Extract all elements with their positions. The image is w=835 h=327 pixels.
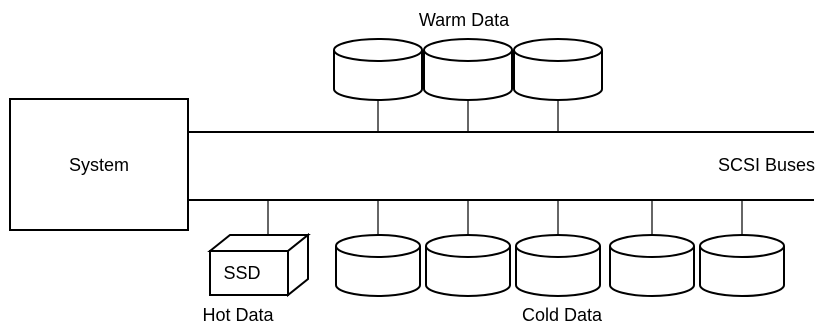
warm-disk-2: [423, 38, 513, 132]
system-box: [9, 98, 189, 231]
cold-disk-2: [425, 200, 511, 297]
cold-disk-5: [699, 200, 785, 297]
bus-label: SCSI Buses: [718, 155, 815, 175]
warm-data-label: Warm Data: [419, 10, 510, 30]
system-label: System: [69, 155, 129, 175]
cold-disk-3: [515, 200, 601, 297]
ssd-box: [207, 232, 311, 298]
warm-disk-1: [333, 38, 423, 132]
hot-data-label: Hot Data: [202, 305, 274, 325]
warm-disk-3: [513, 38, 603, 132]
cold-data-label: Cold Data: [522, 305, 603, 325]
ssd-label: SSD: [223, 263, 260, 283]
cold-disk-4: [609, 200, 695, 297]
cold-disk-1: [335, 200, 421, 297]
